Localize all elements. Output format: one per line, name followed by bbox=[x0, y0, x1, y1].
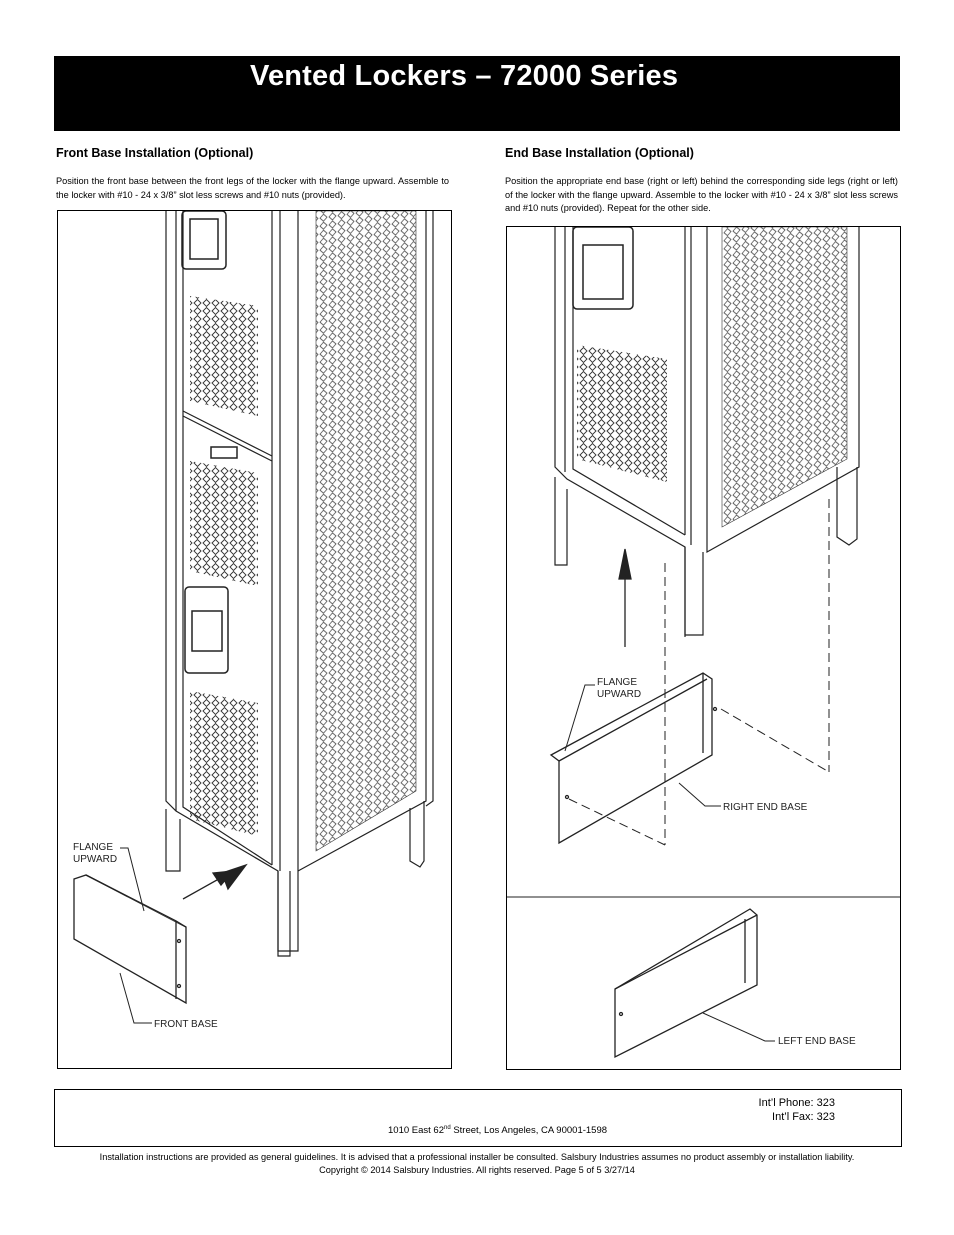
end-base-diagram: FLANGE UPWARD RIGHT END BASE LEFT END BA… bbox=[506, 226, 901, 1070]
page-title: Vented Lockers – 72000 Series bbox=[250, 60, 679, 92]
contact-box: Int’l Phone: 323 Int’l Fax: 323 1010 Eas… bbox=[54, 1089, 902, 1147]
end-flange-label-2: UPWARD bbox=[597, 689, 641, 700]
intl-phone: Int’l Phone: 323 bbox=[758, 1097, 835, 1109]
end-base-instructions: Position the appropriate end base (right… bbox=[505, 176, 898, 213]
address-part-2: Street, Los Angeles, CA 90001-1598 bbox=[450, 1125, 608, 1137]
left-end-base-label: LEFT END BASE bbox=[778, 1036, 856, 1047]
end-flange-label-1: FLANGE bbox=[597, 677, 637, 688]
title-bar: Vented Lockers – 72000 Series bbox=[54, 56, 900, 131]
contact-numbers: Int’l Phone: 323 Int’l Fax: 323 bbox=[759, 1096, 835, 1124]
right-end-base-label: RIGHT END BASE bbox=[723, 802, 808, 813]
address-part-1: 1010 East 62 bbox=[388, 1125, 444, 1137]
front-flange-label-1: FLANGE bbox=[73, 842, 113, 853]
front-base-heading: Front Base Installation (Optional) bbox=[56, 146, 254, 160]
front-base-label: FRONT BASE bbox=[154, 1019, 218, 1030]
copyright: Copyright © 2014 Salsbury Industries. Al… bbox=[319, 1165, 635, 1175]
disclaimer: Installation instructions are provided a… bbox=[99, 1152, 855, 1162]
front-base-instructions: Position the front base between the fron… bbox=[56, 176, 449, 200]
intl-fax: Int’l Fax: 323 bbox=[772, 1111, 835, 1123]
address: 1010 East 62nd Street, Los Angeles, CA 9… bbox=[388, 1125, 607, 1136]
address-sup: nd bbox=[444, 1125, 451, 1131]
end-base-heading: End Base Installation (Optional) bbox=[505, 146, 694, 160]
front-flange-label-2: UPWARD bbox=[73, 854, 117, 865]
front-base-diagram: FLANGE UPWARD FRONT BASE bbox=[57, 210, 452, 1069]
